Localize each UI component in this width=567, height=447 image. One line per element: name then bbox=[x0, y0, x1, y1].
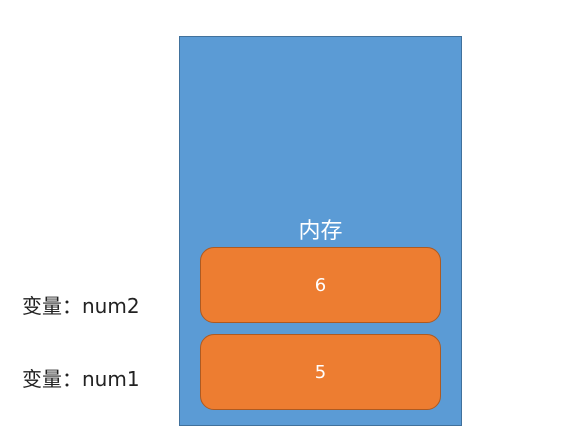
memory-cell-num2: 6 bbox=[200, 247, 441, 323]
memory-cell-num1: 5 bbox=[200, 334, 441, 410]
memory-label: 内存 bbox=[298, 219, 343, 244]
variable-label-num1: 变量：num1 bbox=[22, 367, 140, 391]
memory-block: 内存 6 5 bbox=[179, 36, 462, 426]
variable-label-num2: 变量：num2 bbox=[22, 294, 140, 318]
